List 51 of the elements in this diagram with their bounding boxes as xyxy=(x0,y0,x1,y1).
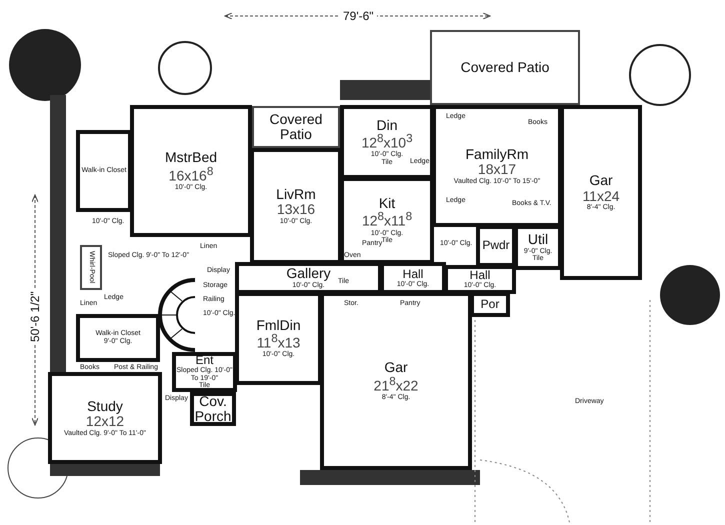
room-name: Covered Patio xyxy=(268,112,324,142)
room-outline xyxy=(76,130,132,212)
dimension-label: 79'-6" xyxy=(340,9,377,23)
room-dimensions: 11$^{8}$x13 xyxy=(256,333,300,351)
patio-outline xyxy=(430,30,580,105)
room-dimensions: 11x24 xyxy=(582,188,620,204)
room-outline xyxy=(340,177,434,264)
room-name: Din xyxy=(376,118,398,133)
room-name: MstrBed xyxy=(164,150,218,166)
room-outline xyxy=(320,292,472,470)
room-outline xyxy=(476,225,516,267)
room-name: Kit xyxy=(378,196,396,212)
room-outline xyxy=(444,265,516,294)
room-outline xyxy=(235,262,382,294)
room-outline xyxy=(250,148,342,264)
bathtub-outline xyxy=(80,245,102,290)
room-name: Pwdr xyxy=(482,239,510,253)
room-outline xyxy=(172,352,237,392)
room-name: Por xyxy=(480,298,500,312)
room-outline xyxy=(380,262,446,294)
room-outline xyxy=(76,314,160,362)
room-name: Gar xyxy=(589,173,613,189)
dimension-label: 50'-6 1/2" xyxy=(28,288,42,345)
room-name: Gallery xyxy=(286,266,331,282)
room-name: Util xyxy=(528,232,548,248)
room-outline xyxy=(470,292,510,317)
room-name: Cov. Porch xyxy=(194,394,232,424)
room-name: LivRm xyxy=(276,186,316,202)
room-outline xyxy=(432,105,562,227)
room-dimensions: 12$^{8}$x10$^{3}$ xyxy=(361,132,413,151)
room-dimensions: 21$^{8}$x22 xyxy=(374,376,418,394)
room-dimensions: 12$^{8}$x11$^{8}$ xyxy=(362,211,412,230)
room-outline xyxy=(48,372,162,464)
room-outline xyxy=(514,225,562,270)
room-dimensions: 18x17 xyxy=(478,162,516,178)
room-name: Hall xyxy=(470,269,490,282)
room-name: Study xyxy=(87,398,123,414)
room-outline xyxy=(235,292,322,385)
room-name: Hall xyxy=(402,268,424,281)
room-name: Gar xyxy=(384,360,408,376)
room-name: FmlDin xyxy=(256,318,301,334)
room-dimensions: 12x12 xyxy=(86,414,124,430)
room-dimensions: 13x16 xyxy=(276,202,316,218)
room-dimensions: 16x16$^{8}$ xyxy=(168,166,214,184)
room-outline xyxy=(340,105,434,179)
room-name: Ent xyxy=(195,354,214,367)
room-name: FamilyRm xyxy=(466,146,528,162)
patio-outline xyxy=(252,106,340,148)
room-name: Covered Patio xyxy=(460,60,550,76)
room-outline xyxy=(130,105,252,237)
room-outline xyxy=(560,105,642,280)
